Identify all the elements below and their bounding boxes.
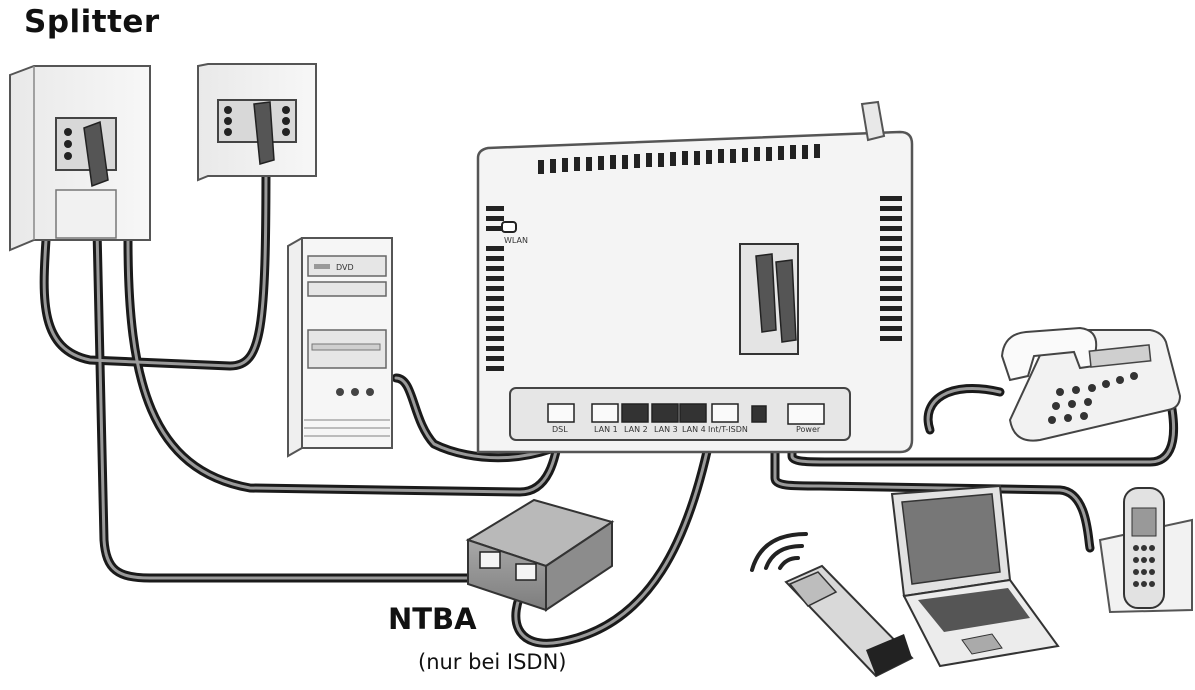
router-top-vents [538, 144, 820, 174]
dvd-label: DVD [336, 263, 354, 272]
port-label-lan3: LAN 3 [654, 425, 678, 434]
ntba-label: NTBA [388, 602, 477, 636]
desk-telephone [1000, 326, 1182, 442]
router-ports [547, 403, 825, 425]
splitter [9, 65, 151, 252]
port-label-dsl: DSL [552, 425, 568, 434]
port-label-lan4: LAN 4 [682, 425, 706, 434]
ntba-note: (nur bei ISDN) [418, 650, 567, 674]
splitter-title: Splitter [24, 4, 160, 40]
antenna [860, 100, 886, 142]
port-label-isdn: Int/T-ISDN [708, 425, 748, 434]
wall-socket [197, 63, 317, 182]
port-label-power: Power [796, 425, 821, 434]
wifi-card [750, 532, 914, 678]
cable-wall-pc [923, 383, 1005, 435]
router-right-vents [880, 196, 902, 341]
port-label-lan1: LAN 1 [594, 425, 618, 434]
laptop [890, 484, 1060, 668]
cables [39, 155, 1178, 648]
pc-tower: DVD [287, 237, 393, 458]
port-label-lan2: LAN 2 [624, 425, 648, 434]
router-left-vents [486, 206, 504, 371]
wifi-signal-icon [750, 532, 808, 572]
ntba-box [465, 498, 615, 612]
router: WLAN DSL LAN 1 LAN 2 LAN 3 LAN 4 Int/T-I… [476, 100, 914, 454]
wlan-label: WLAN [504, 236, 528, 245]
cordless-phone [1098, 487, 1193, 614]
